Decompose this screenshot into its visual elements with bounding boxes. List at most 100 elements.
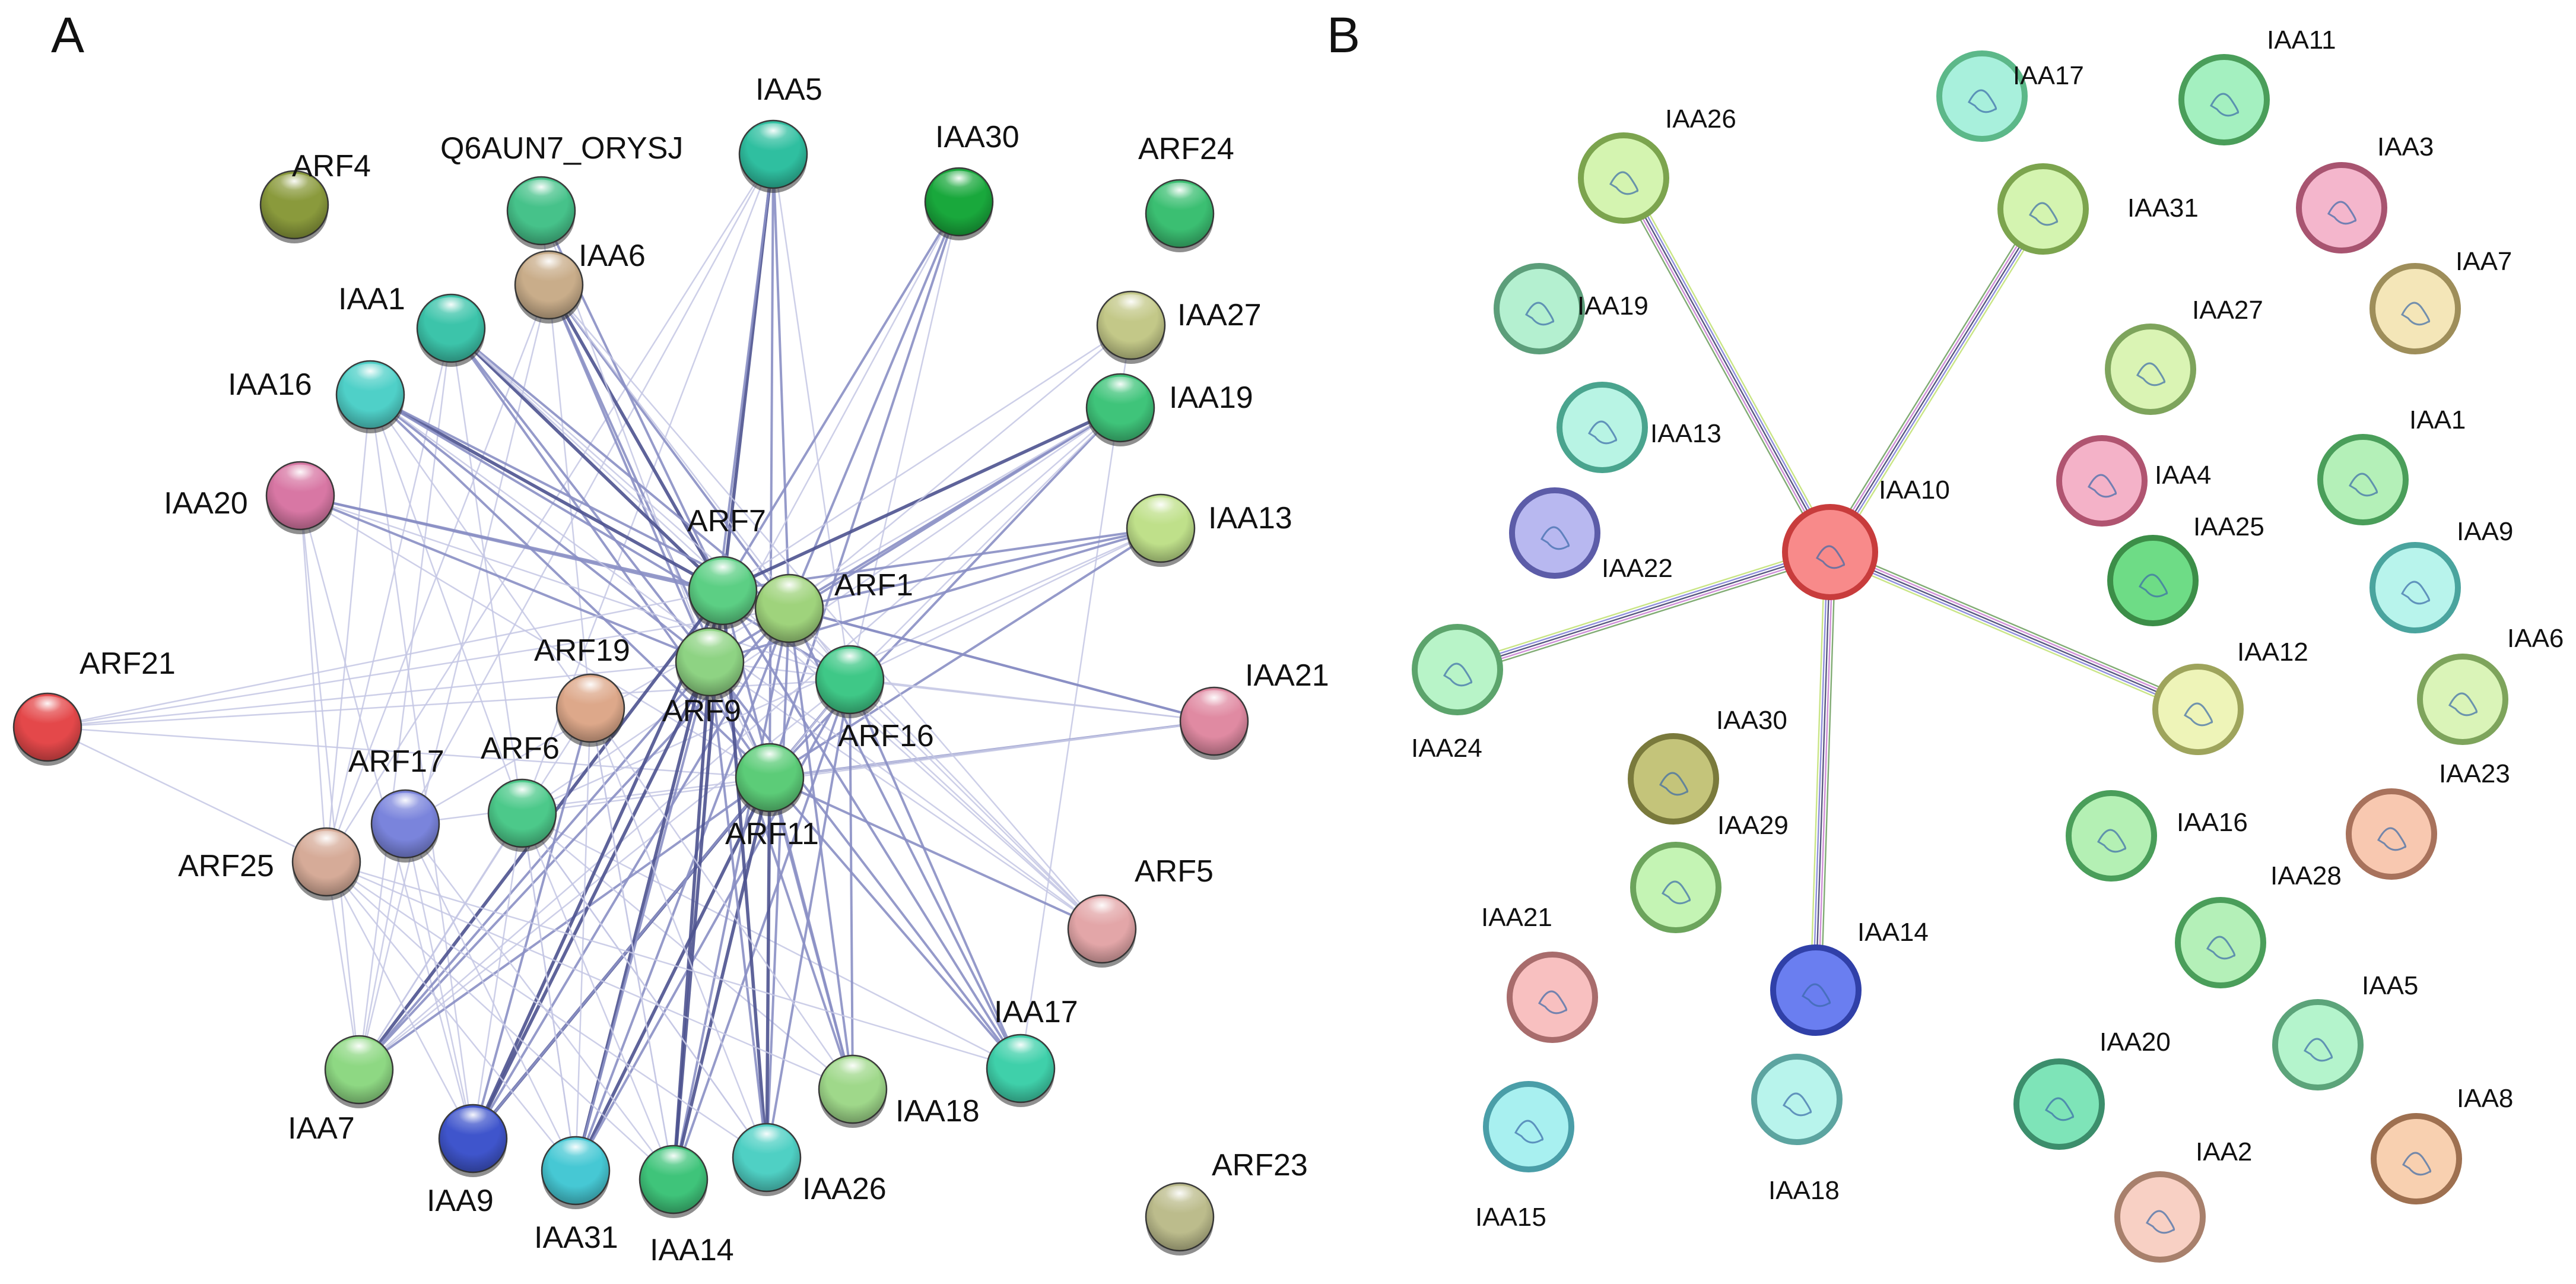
node-iaa21[interactable]: IAA21 — [1481, 903, 1598, 1043]
node-arf21[interactable]: ARF21 — [12, 646, 176, 766]
node-iaa16[interactable]: IAA16 — [2066, 790, 2248, 882]
structure-glyph — [1538, 990, 1568, 1014]
node-arf24[interactable]: ARF24 — [1138, 132, 1234, 252]
edge-arf25-iaa31 — [326, 861, 576, 1171]
node-iaa8[interactable]: IAA8 — [2371, 1084, 2513, 1204]
edge-iaa27-arf1 — [789, 325, 1132, 609]
node-iaa6[interactable]: IAA6 — [2417, 624, 2564, 745]
node-iaa25[interactable]: IAA25 — [2107, 512, 2264, 626]
node-arf25[interactable]: ARF25 — [178, 827, 361, 901]
node-iaa20[interactable]: IAA20 — [2013, 1028, 2171, 1150]
node-iaa21[interactable]: IAA21 — [1179, 658, 1329, 760]
node-iaa6[interactable]: IAA6 — [514, 239, 646, 324]
edge-arf25-iaa26 — [326, 861, 767, 1159]
edge-arf21-arf7 — [47, 589, 723, 728]
node-iaa5[interactable]: IAA5 — [738, 72, 822, 193]
node-iaa14[interactable]: IAA14 — [1770, 918, 1929, 1036]
node-iaa29[interactable]: IAA29 — [1630, 811, 1789, 933]
node-iaa9[interactable]: IAA9 — [427, 1104, 508, 1218]
node-iaa1[interactable]: IAA1 — [338, 282, 486, 367]
edge-iaa5-arf17 — [404, 154, 774, 825]
node-iaa31[interactable]: IAA31 — [1997, 163, 2199, 255]
structure-glyph — [2304, 1038, 2333, 1062]
node-label-iaa31: IAA31 — [2127, 194, 2199, 223]
node-iaa18[interactable]: IAA18 — [1751, 1054, 1843, 1205]
edge-iaa5-arf25 — [325, 154, 774, 863]
node-iaa3[interactable]: IAA3 — [2296, 132, 2434, 253]
node-iaa10[interactable]: IAA10 — [1782, 475, 1950, 600]
node-iaa28[interactable]: IAA28 — [2175, 861, 2342, 988]
node-iaa7[interactable]: IAA7 — [2369, 247, 2512, 354]
edge-iaa7-arf11 — [358, 776, 771, 1071]
node-iaa26[interactable]: IAA26 — [1578, 104, 1736, 224]
node-iaa2[interactable]: IAA2 — [2114, 1137, 2252, 1263]
node-arf4[interactable]: ARF4 — [259, 149, 371, 243]
node-arf5[interactable]: ARF5 — [1067, 854, 1214, 968]
edge-iaa6-iaa7 — [358, 284, 550, 1070]
node-iaa18[interactable]: IAA18 — [818, 1054, 980, 1128]
node-arf9[interactable]: ARF9 — [662, 627, 745, 728]
node-label-iaa30: IAA30 — [1716, 706, 1787, 735]
node-label-arf17: ARF17 — [348, 744, 444, 779]
node-label-iaa3: IAA3 — [2377, 132, 2434, 161]
node-iaa20[interactable]: IAA20 — [164, 461, 335, 534]
node-iaa1[interactable]: IAA1 — [2317, 405, 2466, 525]
node-iaa27[interactable]: IAA27 — [2105, 296, 2263, 415]
edge-iaa16-arf25 — [325, 394, 371, 863]
edge-iaa30-arf11 — [768, 201, 960, 778]
node-iaa26[interactable]: IAA26 — [732, 1123, 887, 1206]
node-iaa14[interactable]: IAA14 — [639, 1144, 734, 1267]
structure-glyph — [2146, 1210, 2175, 1234]
edge-arf5-iaa6 — [548, 284, 1103, 930]
node-iaa12[interactable]: IAA12 — [2152, 638, 2308, 755]
node-label-iaa28: IAA28 — [2270, 861, 2342, 890]
node-iaa9[interactable]: IAA9 — [2369, 517, 2513, 633]
node-iaa17[interactable]: IAA17 — [986, 995, 1078, 1107]
edge-iaa16-arf19 — [369, 394, 592, 709]
structure-glyph — [1609, 171, 1639, 195]
structure-glyph — [1802, 983, 1831, 1007]
edge-iaa31-arf16 — [574, 679, 851, 1171]
node-arf6[interactable]: ARF6 — [481, 731, 560, 852]
node-iaa30[interactable]: IAA30 — [924, 120, 1019, 240]
structure-glyph — [1514, 1120, 1544, 1144]
node-label-arf9: ARF9 — [662, 694, 741, 728]
structure-glyph — [2097, 829, 2127, 853]
node-iaa13[interactable]: IAA13 — [1126, 493, 1292, 567]
node-iaa19[interactable]: IAA19 — [1494, 263, 1648, 354]
node-iaa31[interactable]: IAA31 — [534, 1136, 618, 1255]
node-iaa30[interactable]: IAA30 — [1628, 706, 1787, 825]
network-b-edges — [1455, 175, 2201, 991]
node-arf1[interactable]: ARF1 — [754, 568, 913, 647]
node-arf19[interactable]: ARF19 — [534, 633, 630, 747]
edge-arf5-arf9 — [709, 661, 1103, 930]
structure-glyph — [2184, 702, 2213, 727]
node-iaa7[interactable]: IAA7 — [288, 1035, 394, 1146]
structure-glyph — [2210, 93, 2240, 117]
edge-iaa16-arf6 — [369, 394, 523, 814]
node-iaa27[interactable]: IAA27 — [1096, 290, 1262, 364]
node-iaa24[interactable]: IAA24 — [1411, 624, 1503, 763]
node-iaa17[interactable]: IAA17 — [1936, 50, 2084, 142]
edge-iaa21-arf1 — [789, 607, 1215, 722]
node-iaa19[interactable]: IAA19 — [1085, 373, 1253, 446]
node-q6aun7-orysj[interactable]: Q6AUN7_ORYSJ — [440, 131, 683, 249]
edge-arf17-iaa9 — [404, 823, 474, 1139]
node-label-iaa11: IAA11 — [2267, 26, 2336, 55]
node-iaa22[interactable]: IAA22 — [1509, 487, 1673, 583]
edge-iaa20-arf25 — [299, 495, 328, 863]
node-iaa5[interactable]: IAA5 — [2272, 971, 2418, 1090]
node-iaa16[interactable]: IAA16 — [228, 360, 405, 433]
node-label-iaa16: IAA16 — [2177, 808, 2248, 837]
node-iaa23[interactable]: IAA23 — [2346, 759, 2510, 880]
node-iaa11[interactable]: IAA11 — [2178, 26, 2336, 145]
node-arf23[interactable]: ARF23 — [1145, 1148, 1308, 1256]
node-arf7[interactable]: ARF7 — [687, 504, 766, 629]
node-iaa4[interactable]: IAA4 — [2056, 435, 2211, 527]
node-iaa13[interactable]: IAA13 — [1557, 382, 1721, 473]
node-arf16[interactable]: ARF16 — [815, 645, 934, 753]
edge-iaa17-arf7 — [722, 589, 1022, 1070]
node-arf11[interactable]: ARF11 — [725, 743, 819, 851]
node-arf17[interactable]: ARF17 — [348, 744, 444, 863]
node-iaa15[interactable]: IAA15 — [1475, 1081, 1574, 1232]
